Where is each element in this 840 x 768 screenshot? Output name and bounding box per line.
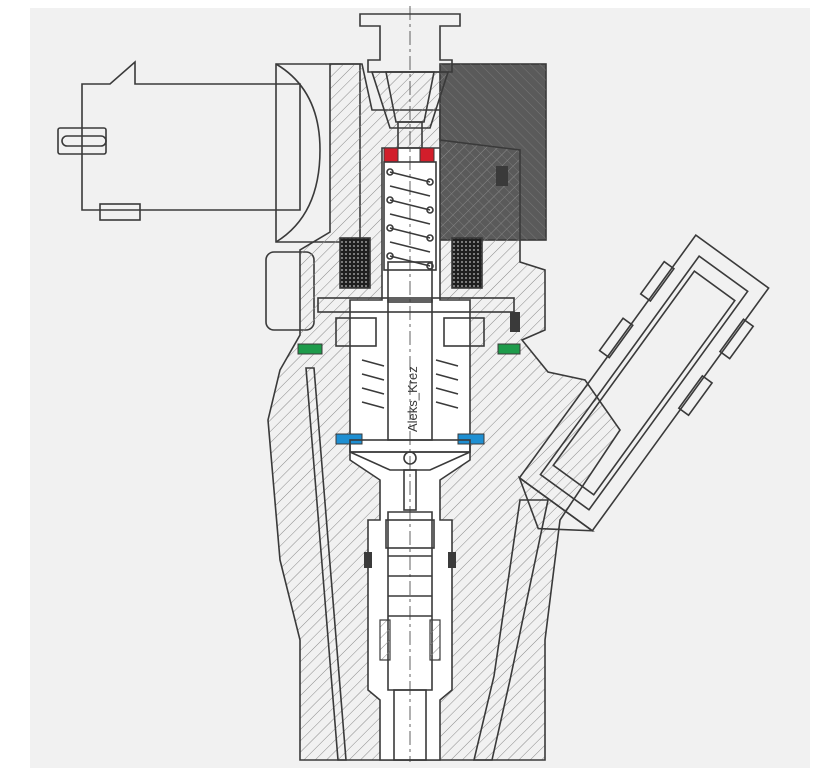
valve-spring xyxy=(361,359,459,409)
red-seal-right xyxy=(419,147,435,163)
solenoid-coil-right xyxy=(451,237,483,289)
green-seal-right xyxy=(497,343,521,355)
blue-seal-right xyxy=(457,433,485,445)
blue-seal-left xyxy=(335,433,363,445)
green-seal-left xyxy=(297,343,323,355)
solenoid-coil-left xyxy=(339,237,371,289)
fuel-passage xyxy=(472,499,549,761)
fuel-inlet-fitting xyxy=(517,234,770,532)
watermark: Aleks_Krez xyxy=(405,366,420,432)
leak-passage xyxy=(305,367,347,761)
red-seal-left xyxy=(383,147,399,163)
central-bore xyxy=(349,147,471,761)
